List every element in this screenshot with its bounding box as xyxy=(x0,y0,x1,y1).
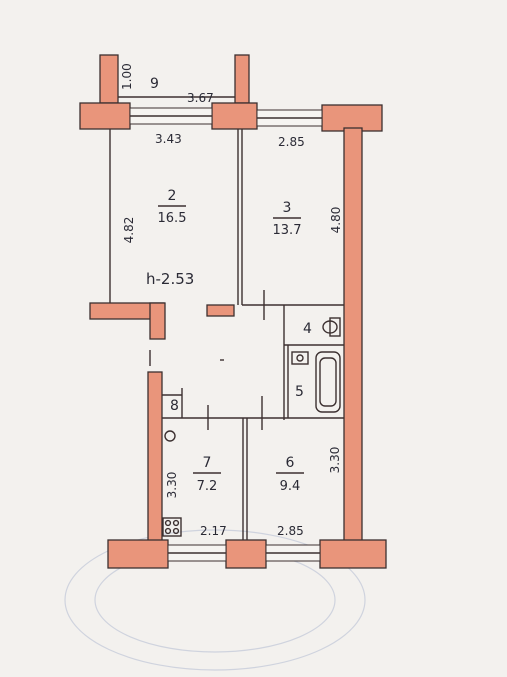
bottom-wall-middle xyxy=(225,539,267,569)
bathtub-icon xyxy=(315,351,341,413)
room-5-number: 5 xyxy=(295,384,304,400)
toilet-icon xyxy=(322,317,341,337)
bottom-wall-left xyxy=(107,539,169,569)
top-wall-left xyxy=(79,102,131,130)
balcony-post-left xyxy=(99,54,119,104)
dim-room3-width: 2.85 xyxy=(278,135,305,149)
room-3-area: 13.7 xyxy=(273,223,302,238)
ceiling-height: h-2.53 xyxy=(146,270,194,288)
room-2-area: 16.5 xyxy=(158,211,187,226)
right-wall xyxy=(343,127,363,549)
partition-piece xyxy=(206,304,235,317)
fixtures xyxy=(162,317,341,537)
top-wall-right xyxy=(321,104,383,132)
dim-balcony-depth: 1.00 xyxy=(120,63,134,90)
dim-room2-depth: 4.82 xyxy=(122,217,136,244)
dim-balcony-width: 3.67 xyxy=(187,91,214,105)
dim-room7-width: 2.17 xyxy=(200,524,227,538)
dim-room3-depth: 4.80 xyxy=(329,207,343,234)
top-wall-middle xyxy=(211,102,258,130)
walls xyxy=(79,54,387,569)
room-6-area: 9.4 xyxy=(280,479,301,494)
windows xyxy=(129,107,323,562)
dim-room6-width: 2.85 xyxy=(277,524,304,538)
left-wall-lower xyxy=(147,371,163,551)
room-4-number: 4 xyxy=(303,321,312,337)
room-2-number: 2 xyxy=(168,188,177,204)
balcony-post-right xyxy=(234,54,250,104)
room-7-area: 7.2 xyxy=(197,479,218,494)
room-3-number: 3 xyxy=(283,200,292,216)
kitchen-sink-icon xyxy=(164,430,176,442)
dim-room2-width: 3.43 xyxy=(155,132,182,146)
dimension-labels: 3.67 1.00 3.43 2.85 4.82 4.80 3.30 3.30 … xyxy=(120,63,343,538)
interior-lines xyxy=(109,96,344,540)
sink-icon xyxy=(291,351,309,365)
room-8-number: 8 xyxy=(170,398,179,414)
stove-icon xyxy=(162,517,182,537)
room-labels: 9 2 16.5 3 13.7 h-2.53 4 5 8 7 7.2 6 9.4 xyxy=(146,76,312,494)
bottom-wall-right xyxy=(319,539,387,569)
hall-wall-stub xyxy=(149,302,166,340)
room-9-number: 9 xyxy=(150,76,159,92)
dim-room7-depth: 3.30 xyxy=(165,472,179,499)
room-6-number: 6 xyxy=(286,455,295,471)
dim-room6-depth: 3.30 xyxy=(328,447,342,474)
room-7-number: 7 xyxy=(203,455,212,471)
